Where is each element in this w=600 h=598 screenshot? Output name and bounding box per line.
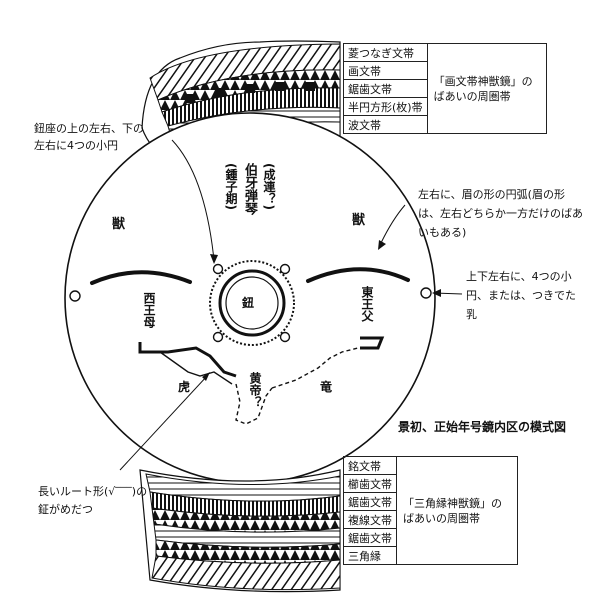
knob-label: 鈕: [242, 296, 255, 310]
huangdi-label: 黄帝？: [248, 372, 262, 408]
bottom-band-4: 複線文帯: [343, 510, 397, 529]
top-band-4: 半円方形(枚)帯: [343, 97, 428, 116]
dongwanggong-label: 東王父: [360, 286, 374, 322]
bottom-band-fragment: [139, 469, 341, 593]
brow-arc-left: [90, 270, 192, 285]
annotation-knob-circles: 鈕座の上の左右、下の左右に4つの小円: [34, 122, 144, 152]
leader-lines: [119, 139, 463, 471]
beast-right-label: 獣: [352, 213, 366, 228]
xiwangmu-label: 西王母: [142, 292, 156, 328]
terrain-line-center: [235, 383, 273, 425]
top-band-3: 鋸歯文帯: [343, 79, 428, 98]
annotation-root-shape: 長いルート形(√‾‾‾)の鉦がめだつ: [38, 485, 148, 516]
top-band-group-label: 「画文帯神獣鏡」のばあいの周圏帯: [426, 43, 547, 134]
bottom-band-6: 三角縁: [343, 546, 397, 565]
leader-arrowheads: [202, 240, 441, 381]
brow-arc-right: [306, 267, 410, 283]
terrain-line-right: [271, 347, 359, 389]
bottom-bands-table: 銘文帯 「三角縁神獣鏡」のばあいの周圏帯 櫛歯文帯 鋸歯文帯 複線文帯 鋸歯文帯…: [343, 456, 518, 565]
side-circle-left: [69, 290, 81, 302]
boya-label: 伯牙弾琴: [242, 163, 257, 215]
top-band-1: 菱つなぎ文帯: [343, 43, 428, 62]
bottom-band-1: 銘文帯: [343, 456, 397, 475]
tiger-label: 虎: [178, 380, 191, 394]
top-band-2: 画文帯: [343, 61, 428, 80]
bottom-band-2: 櫛歯文帯: [343, 474, 397, 493]
root-shape-left: [138, 342, 237, 378]
zhongziqi-label: (鍾子期): [224, 163, 238, 210]
top-bands-table: 菱つなぎ文帯 「画文帯神獣鏡」のばあいの周圏帯 画文帯 鋸歯文帯 半円方形(枚)…: [343, 43, 547, 134]
bottom-band-group-label: 「三角縁神獣鏡」のばあいの周圏帯: [396, 456, 518, 565]
bottom-band-5: 鋸歯文帯: [343, 528, 397, 547]
annotation-brow-arcs: 左右に、眉の形の円弧(眉の形は、左右どちらか一方だけのばあいもある): [418, 188, 583, 239]
side-circle-right: [420, 287, 432, 299]
terrain-line-left: [159, 351, 233, 385]
knob-seat: [209, 260, 295, 346]
annotation-side-circles: 上下左右に、4つの小円、または、つきでた乳: [466, 270, 576, 321]
bottom-band-3: 鋸歯文帯: [343, 492, 397, 511]
root-shape-right: [360, 336, 385, 350]
beast-left-label: 獣: [112, 217, 126, 232]
dragon-label: 竜: [320, 380, 333, 394]
chenglian-label: (成連？): [262, 163, 276, 210]
top-band-5: 波文帯: [343, 115, 428, 134]
diagram-caption: 景初、正始年号鏡内区の模式図: [398, 420, 567, 434]
